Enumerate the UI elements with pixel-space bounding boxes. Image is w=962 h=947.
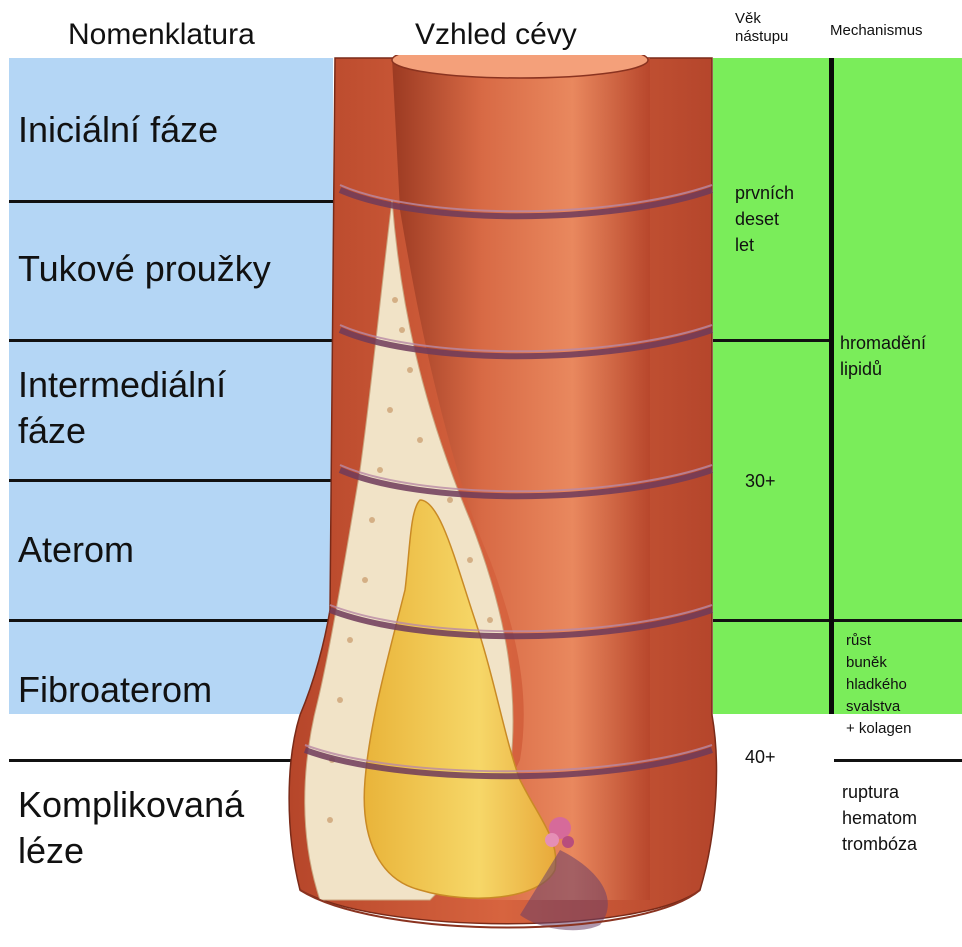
- onset-text: deset: [735, 206, 794, 232]
- mechanism-column: [834, 58, 962, 714]
- onset-age-column: [713, 58, 829, 714]
- stage-complicated-lesion: Komplikovaná léze: [18, 782, 318, 874]
- mechanism-text: lipidů: [840, 356, 926, 382]
- stage-initial: Iniciální fáze: [18, 107, 318, 153]
- mechanism-text: hladkého: [846, 674, 911, 696]
- mechanism-text: buněk: [846, 652, 911, 674]
- stage-label: Iniciální fáze: [18, 107, 318, 153]
- age-row-divider: [713, 619, 829, 622]
- stage-label: Komplikovaná: [18, 782, 318, 828]
- onset-text: 30+: [745, 468, 776, 494]
- mechanism-text: ruptura: [842, 779, 917, 805]
- onset-30-plus: 30+: [745, 468, 776, 494]
- stage-label: Intermediální: [18, 362, 318, 408]
- stage-intermediate: Intermediální fáze: [18, 362, 318, 454]
- header-mechanism: Mechanismus: [830, 22, 923, 39]
- stage-label: léze: [18, 828, 318, 874]
- mechanism-lipid-accumulation: hromadění lipidů: [840, 330, 926, 382]
- header-onset-age-line1: Věk: [735, 10, 805, 28]
- vessel-illustration: [280, 55, 720, 947]
- stage-fibroatheroma: Fibroaterom: [18, 667, 318, 713]
- mechanism-text: + kolagen: [846, 718, 911, 740]
- stage-atheroma: Aterom: [18, 527, 318, 573]
- stage-label: Aterom: [18, 527, 318, 573]
- mechanism-rupture: ruptura hematom trombóza: [842, 779, 917, 857]
- stage-label: fáze: [18, 408, 318, 454]
- onset-40-plus: 40+: [745, 744, 776, 770]
- onset-text: prvních: [735, 180, 794, 206]
- mechanism-text: růst: [846, 630, 911, 652]
- onset-text: let: [735, 232, 794, 258]
- mechanism-text: hematom: [842, 805, 917, 831]
- stage-label: Tukové proužky: [18, 246, 318, 292]
- age-row-divider: [713, 339, 829, 342]
- mechanism-text: svalstva: [846, 696, 911, 718]
- stage-fatty-streaks: Tukové proužky: [18, 246, 318, 292]
- stage-label: Fibroaterom: [18, 667, 318, 713]
- mechanism-text: trombóza: [842, 831, 917, 857]
- mechanism-smooth-muscle-growth: růst buněk hladkého svalstva + kolagen: [846, 630, 911, 740]
- onset-first-decade: prvních deset let: [735, 180, 794, 258]
- header-onset-age: Věk nástupu: [735, 10, 805, 46]
- header-onset-age-line2: nástupu: [735, 28, 805, 46]
- header-vessel-appearance: Vzhled cévy: [415, 18, 577, 52]
- column-divider: [829, 58, 834, 714]
- mechanism-text: hromadění: [840, 330, 926, 356]
- header-nomenclature: Nomenklatura: [68, 18, 255, 52]
- onset-text: 40+: [745, 744, 776, 770]
- mechanism-row-divider: [834, 619, 962, 622]
- mechanism-row-divider: [834, 759, 962, 762]
